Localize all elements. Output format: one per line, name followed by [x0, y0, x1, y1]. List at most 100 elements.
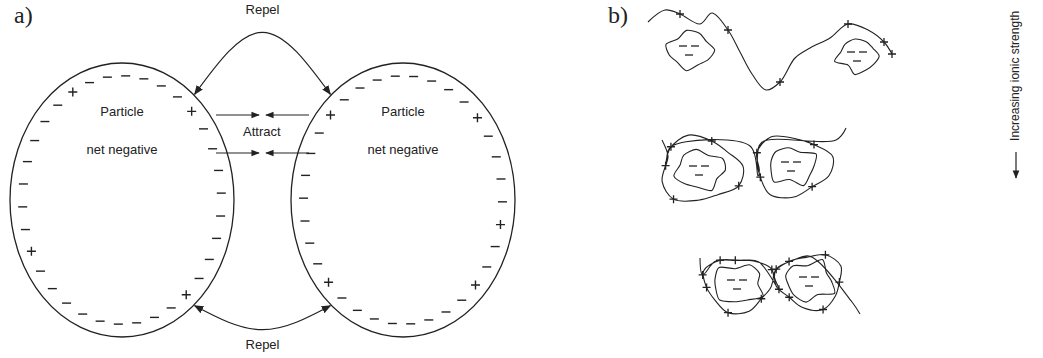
charge-sign [793, 161, 801, 162]
charge-sign [844, 20, 852, 28]
charge-sign [337, 297, 346, 298]
charge-sign [685, 54, 693, 55]
charge-sign [819, 305, 827, 313]
charge-sign [96, 320, 105, 321]
axis-label: Increasing ionic strength [1009, 11, 1023, 141]
charge-sign [821, 251, 829, 259]
charge-sign [689, 165, 697, 166]
charge-sign [132, 322, 141, 323]
charge-sign [799, 276, 807, 277]
charge-sign [313, 263, 322, 264]
charge-sign [756, 173, 764, 181]
charge-sign [21, 229, 30, 230]
charge-sign [473, 113, 482, 122]
ionic-arrow [1015, 152, 1016, 178]
charge-sign [460, 101, 469, 102]
charge-sign [703, 283, 711, 291]
charge-sign [810, 141, 818, 149]
charge-sign [167, 307, 176, 308]
particle-blob [835, 39, 880, 75]
charge-sign [424, 319, 433, 320]
charge-sign [19, 183, 28, 184]
charge-sign [497, 178, 506, 179]
charge-sign [811, 276, 819, 277]
particle-blob [771, 148, 817, 186]
charge-sign [739, 279, 747, 280]
force-label: Repel [244, 337, 282, 353]
charge-sign [847, 51, 855, 52]
charge-sign [427, 80, 436, 81]
charge-sign [78, 313, 87, 314]
charge-sign [370, 318, 379, 319]
charge-sign [355, 87, 364, 88]
charge-sign [662, 162, 670, 170]
charge-sign [409, 76, 418, 77]
force-label: Attract [243, 125, 281, 140]
charge-sign [735, 182, 743, 190]
charge-sign [708, 137, 716, 145]
charge-sign [187, 107, 196, 116]
charge-sign [733, 288, 741, 289]
charge-sign [888, 50, 896, 58]
charge-sign [805, 285, 813, 286]
charge-sign [808, 183, 816, 191]
charge-sign [701, 165, 709, 166]
attract-arrow [216, 114, 259, 115]
particle-outline [10, 63, 234, 337]
charge-sign [30, 140, 39, 141]
force-arrow [195, 32, 331, 94]
charge-sign [772, 265, 780, 273]
charge-sign [676, 10, 684, 18]
particle-label: net negative [290, 142, 516, 158]
charge-sign [150, 317, 159, 318]
polymer-chain [648, 10, 892, 90]
particle-blob [674, 149, 726, 190]
panel-letter: a) [14, 2, 33, 30]
charge-sign [217, 192, 226, 193]
charge-sign [48, 288, 57, 289]
charge-sign [205, 259, 214, 260]
charge-sign [471, 281, 480, 290]
charge-sign [68, 88, 77, 97]
charge-sign [216, 215, 225, 216]
charge-sign [373, 79, 382, 80]
charge-sign [482, 266, 491, 267]
charge-sign [679, 45, 687, 46]
charge-sign [62, 302, 71, 303]
particle-blob [666, 30, 715, 70]
attract-arrow [266, 114, 309, 115]
charge-sign [496, 220, 505, 229]
force-label: Repel [244, 2, 282, 18]
charge-sign [299, 197, 308, 198]
charge-sign [300, 220, 309, 221]
charge-sign [695, 174, 703, 175]
charge-sign [731, 256, 739, 264]
charge-sign [301, 175, 310, 176]
charge-sign [853, 60, 861, 61]
charge-sign [457, 300, 466, 301]
charge-sign [340, 99, 349, 100]
charge-sign [326, 110, 335, 119]
charge-sign [121, 75, 130, 76]
charge-sign [691, 45, 699, 46]
charge-sign [173, 96, 182, 97]
polymer-chain [662, 128, 846, 201]
charge-sign [781, 161, 789, 162]
charge-sign [353, 310, 362, 311]
particle-label: Particle [290, 104, 516, 120]
charge-sign [406, 323, 415, 324]
panel-letter: b) [608, 2, 628, 30]
polymer-illustration [648, 10, 896, 317]
particle-label: Particle [9, 104, 235, 120]
charge-sign [716, 256, 724, 264]
charge-sign [727, 279, 735, 280]
polymer-chain [700, 254, 860, 314]
charge-sign [492, 156, 501, 157]
charge-sign [182, 290, 191, 299]
particle-blob [715, 265, 763, 302]
charge-sign [27, 247, 36, 256]
charge-sign [724, 309, 732, 317]
particle-label: net negative [9, 142, 235, 158]
